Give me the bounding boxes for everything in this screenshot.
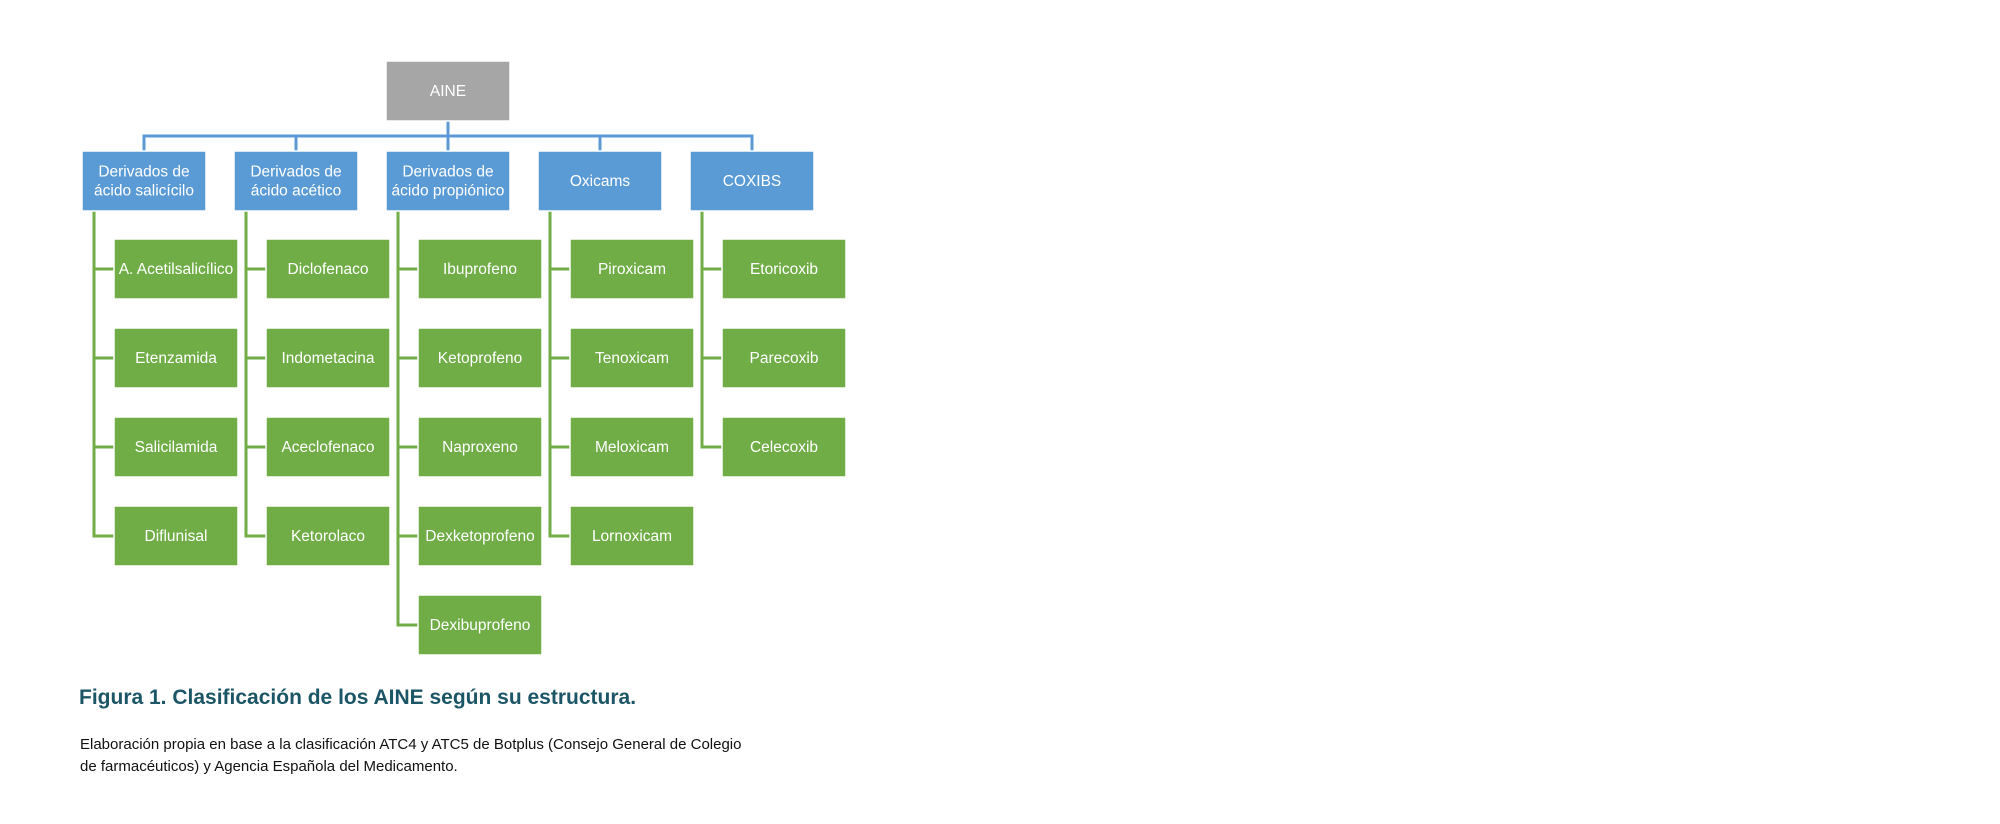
- item-node: [721, 238, 847, 300]
- item-node-label: Dexketoprofeno: [425, 528, 534, 545]
- item-node-label: Salicilamida: [135, 439, 218, 456]
- item-node-label: Ibuprofeno: [443, 261, 517, 278]
- item-node: [265, 238, 391, 300]
- item-node: [569, 327, 695, 389]
- item-node: [721, 327, 847, 389]
- category-node: [233, 150, 359, 212]
- item-node-label: Indometacina: [281, 350, 374, 367]
- item-node-label: Dexibuprofeno: [430, 617, 531, 634]
- category-node: [385, 150, 511, 212]
- category-node: [689, 150, 815, 212]
- item-node-label: Diclofenaco: [288, 261, 369, 278]
- item-node: [265, 416, 391, 478]
- item-node-label: Aceclofenaco: [281, 439, 374, 456]
- item-node-label: Naproxeno: [442, 439, 518, 456]
- item-node-label: Lornoxicam: [592, 528, 672, 545]
- item-node: [569, 416, 695, 478]
- item-node: [265, 505, 391, 567]
- category-node-label: COXIBS: [723, 173, 782, 190]
- item-node-label: Etoricoxib: [750, 261, 818, 278]
- item-node-label: Celecoxib: [750, 439, 818, 456]
- item-node-label: Diflunisal: [145, 528, 208, 545]
- category-node: [81, 150, 207, 212]
- item-node: [265, 327, 391, 389]
- item-node-label: A. Acetilsalicílico: [119, 261, 234, 278]
- item-node: [113, 505, 239, 567]
- item-node-label: Etenzamida: [135, 350, 217, 367]
- item-node: [417, 505, 543, 567]
- item-node: [417, 594, 543, 656]
- item-node-label: Parecoxib: [750, 350, 819, 367]
- category-node-label: Oxicams: [570, 173, 631, 190]
- item-node: [417, 327, 543, 389]
- item-node-label: Tenoxicam: [595, 350, 669, 367]
- item-node: [417, 416, 543, 478]
- item-node: [569, 505, 695, 567]
- item-node-label: Piroxicam: [598, 261, 666, 278]
- figure-title: Figura 1. Clasificación de los AINE segú…: [79, 686, 637, 709]
- item-node: [113, 238, 239, 300]
- item-node: [721, 416, 847, 478]
- category-node: [537, 150, 663, 212]
- item-node-label: Meloxicam: [595, 439, 669, 456]
- item-node: [569, 238, 695, 300]
- figure-caption: Elaboración propia en base a la clasific…: [80, 736, 742, 775]
- item-node: [417, 238, 543, 300]
- root-node-label: AINE: [430, 83, 466, 100]
- root-node: [385, 60, 511, 122]
- item-node-label: Ketorolaco: [291, 528, 365, 545]
- item-node: [113, 416, 239, 478]
- item-node-label: Ketoprofeno: [438, 350, 522, 367]
- item-node: [113, 327, 239, 389]
